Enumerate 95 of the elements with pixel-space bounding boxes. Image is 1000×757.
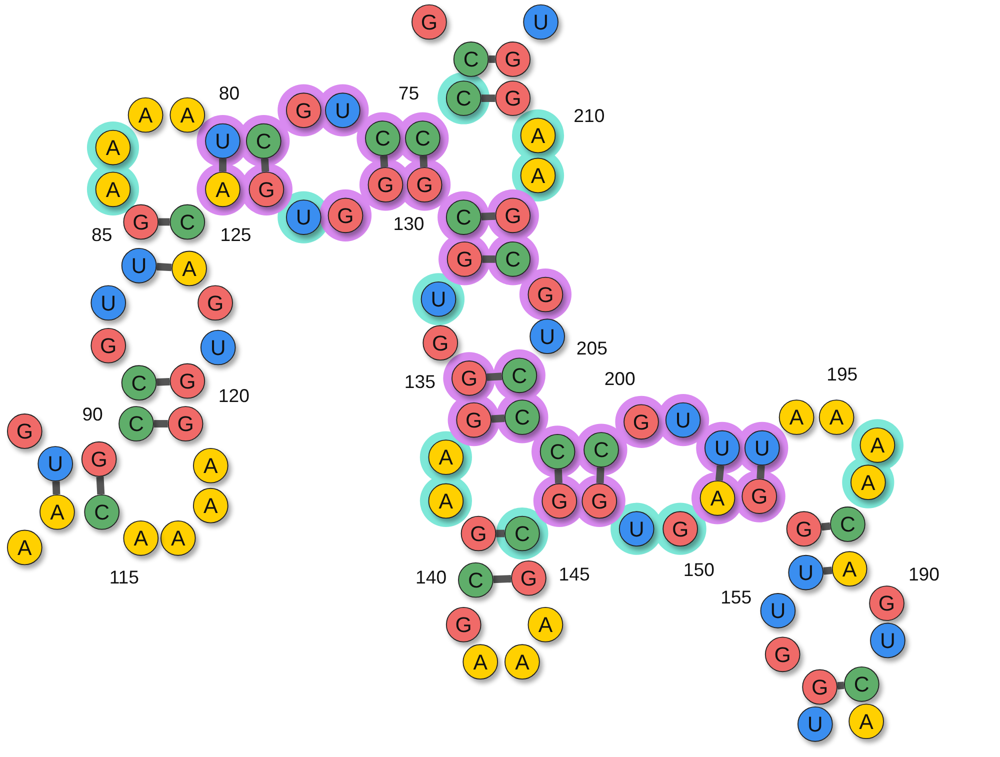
base-pair-bar [380, 156, 388, 168]
nucleotide-circle: G [81, 441, 117, 477]
nucleotide-circle: A [462, 644, 498, 680]
base-pair-bar [554, 469, 562, 484]
base-pair-bar [219, 158, 226, 172]
nucleotide-circle: G [6, 414, 42, 449]
nucleotide-circle: U [38, 446, 73, 482]
nucleotide-circle: G [198, 285, 233, 321]
position-number: 85 [92, 225, 112, 247]
base-pair-bar [481, 94, 496, 102]
nucleotide-circle: A [40, 494, 75, 530]
base-pair-bar [596, 467, 604, 484]
base-pair-bar [756, 465, 765, 479]
nucleotide-circle: G [460, 516, 496, 552]
nucleotide-circle: G [495, 42, 531, 77]
base-pair-bar [821, 522, 831, 531]
position-number: 145 [558, 564, 590, 586]
nucleotide-circle: C [84, 494, 120, 530]
position-number: 140 [416, 567, 447, 589]
nucleotide-circle: G [170, 363, 206, 399]
base-pair-bar [837, 682, 844, 690]
nucleotide-circle: G [511, 560, 546, 596]
base-pair-bar [493, 575, 512, 584]
base-pair-bar [96, 476, 105, 495]
base-pair-bar [156, 262, 172, 272]
nucleotide-circle: U [870, 622, 906, 658]
nucleotide-circle: U [200, 330, 236, 366]
nucleotide-circle: U [760, 593, 796, 628]
nucleotide-circle: C [830, 506, 866, 542]
nucleotide-circle: A [123, 520, 159, 556]
nucleotide-circle: A [160, 520, 196, 556]
base-pair-bar [420, 156, 428, 168]
nucleotide-circle: G [90, 328, 126, 364]
nucleotide-circle: A [128, 97, 164, 133]
base-pair-bar [491, 414, 505, 423]
nucleotide-circle: G [123, 204, 159, 240]
nucleotide-circle: A [778, 400, 814, 435]
nucleotide-circle: A [172, 250, 207, 286]
nucleotide-circle: A [504, 644, 540, 680]
position-number: 210 [574, 106, 605, 128]
base-pair-bar [154, 420, 168, 428]
position-number: 80 [218, 84, 240, 106]
nucleotide-circle: G [168, 406, 204, 442]
nucleotide-circle: A [6, 530, 42, 566]
nucleotide-circle: U [797, 706, 833, 742]
base-pair-bar [823, 566, 832, 575]
position-number: 150 [683, 560, 714, 582]
nucleotide-circle: U [530, 318, 565, 354]
base-pair-bar [715, 465, 724, 481]
position-number: 120 [218, 386, 250, 408]
base-pair-bar [486, 372, 502, 381]
position-number: 115 [109, 567, 139, 589]
nucleotide-circle: G [869, 586, 904, 621]
nucleotide-circle: A [818, 400, 854, 435]
nucleotide-circle: C [453, 42, 489, 77]
position-number: 205 [576, 338, 608, 360]
base-pair-bar [488, 55, 496, 63]
nucleotide-circle: A [832, 551, 868, 586]
position-number: 135 [404, 372, 436, 394]
nucleotide-circle: G [446, 606, 482, 642]
position-number: 195 [826, 364, 858, 386]
nucleotide-circle: U [788, 554, 824, 590]
nucleotide-circle: C [170, 204, 206, 240]
base-pair-bar [260, 158, 270, 172]
nucleotide-circle: G [786, 511, 822, 547]
nucleotide-circle: C [121, 365, 157, 400]
nucleotide-circle: A [192, 488, 228, 524]
nucleotide-circle: A [192, 448, 228, 484]
position-number: 155 [720, 588, 752, 610]
position-number: 90 [82, 404, 103, 426]
nucleotide-circle: G [422, 325, 458, 361]
nucleotide-circle: C [118, 406, 154, 442]
base-pair-bar [158, 218, 170, 226]
nucleotide-circle: U [121, 248, 157, 284]
position-number: 200 [604, 369, 636, 391]
position-number: 75 [398, 84, 420, 106]
base-pair-bar [156, 378, 170, 386]
nucleotide-circle: G [412, 4, 447, 40]
nucleotide-circle: U [523, 4, 558, 40]
nucleotide-circle: C [458, 562, 494, 598]
nucleotide-circle: G [495, 80, 531, 116]
position-number: 190 [908, 564, 940, 586]
base-pair-bar [481, 212, 496, 220]
nucleotide-circle: A [528, 606, 564, 642]
nucleotide-circle: A [848, 704, 884, 740]
base-pair-bar [52, 481, 60, 495]
position-number: 125 [220, 225, 252, 247]
nucleotide-circle: C [844, 666, 880, 702]
nucleotide-circle: A [170, 97, 206, 133]
nucleotide-circle: U [90, 285, 126, 321]
base-pair-bar [496, 530, 505, 538]
position-number: 130 [393, 214, 424, 236]
nucleotide-circle: G [802, 669, 838, 705]
nucleotide-circle: G [764, 636, 800, 672]
base-pair-bar [482, 255, 496, 263]
